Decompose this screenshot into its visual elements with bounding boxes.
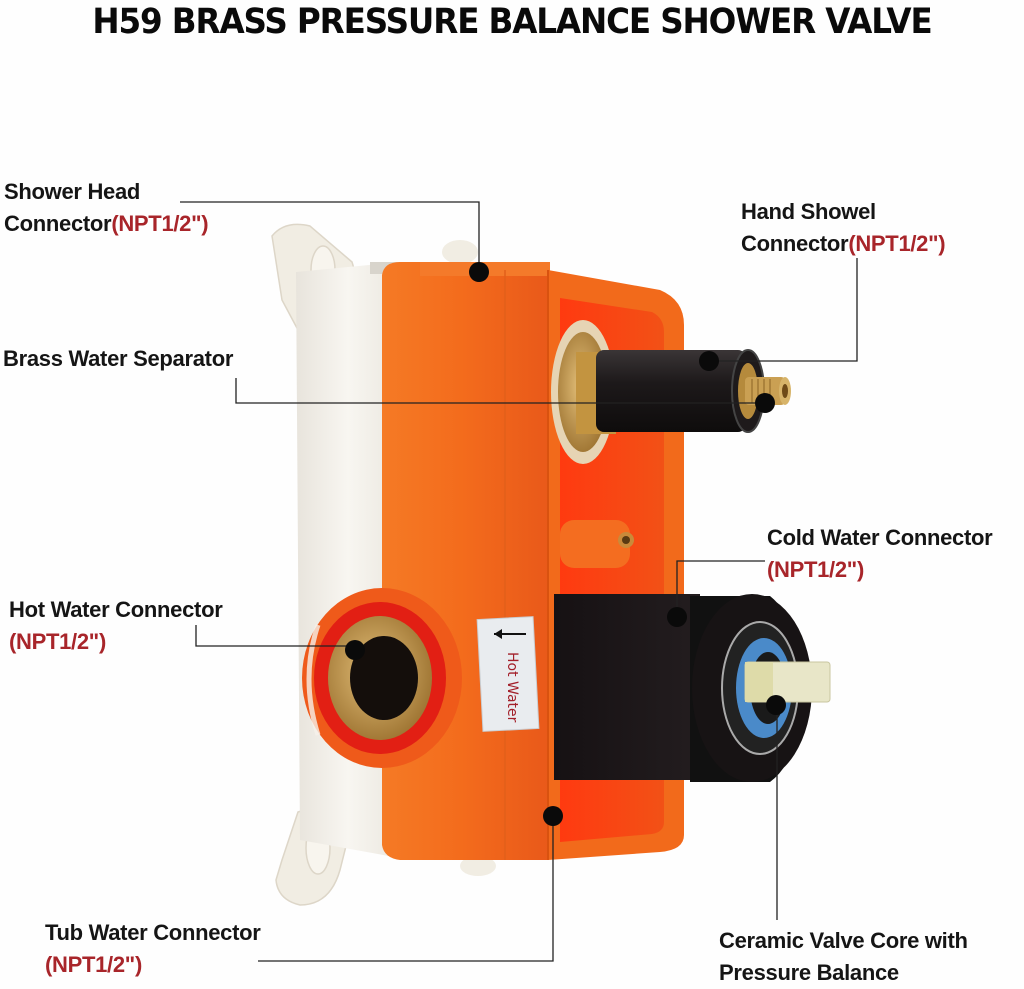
callout-hand-shower: Hand Showel Connector(NPT1/2") — [741, 199, 946, 256]
dot-tub-water — [543, 806, 563, 826]
dot-brass-separator — [755, 393, 775, 413]
hot-water-sticker: Hot Water — [476, 616, 540, 732]
callout-brass-separator: Brass Water Separator — [3, 346, 234, 371]
dot-hot-water — [345, 640, 365, 660]
sticker-text: Hot Water — [504, 652, 520, 723]
page-title: H59 BRASS PRESSURE BALANCE SHOWER VALVE — [92, 2, 932, 42]
callout-tub-water: Tub Water Connector (NPT1/2") — [45, 920, 261, 977]
callout-hot-water: Hot Water Connector (NPT1/2") — [9, 597, 223, 654]
callout-shower-head: Shower Head Connector(NPT1/2") — [4, 179, 209, 236]
dot-hand-shower — [699, 351, 719, 371]
callout-ceramic-core: Ceramic Valve Core with Pressure Balance — [719, 928, 968, 985]
callout-cold-water: Cold Water Connector (NPT1/2") — [767, 525, 993, 582]
dot-shower-head — [469, 262, 489, 282]
dot-cold-water — [667, 607, 687, 627]
dot-ceramic-core — [766, 695, 786, 715]
